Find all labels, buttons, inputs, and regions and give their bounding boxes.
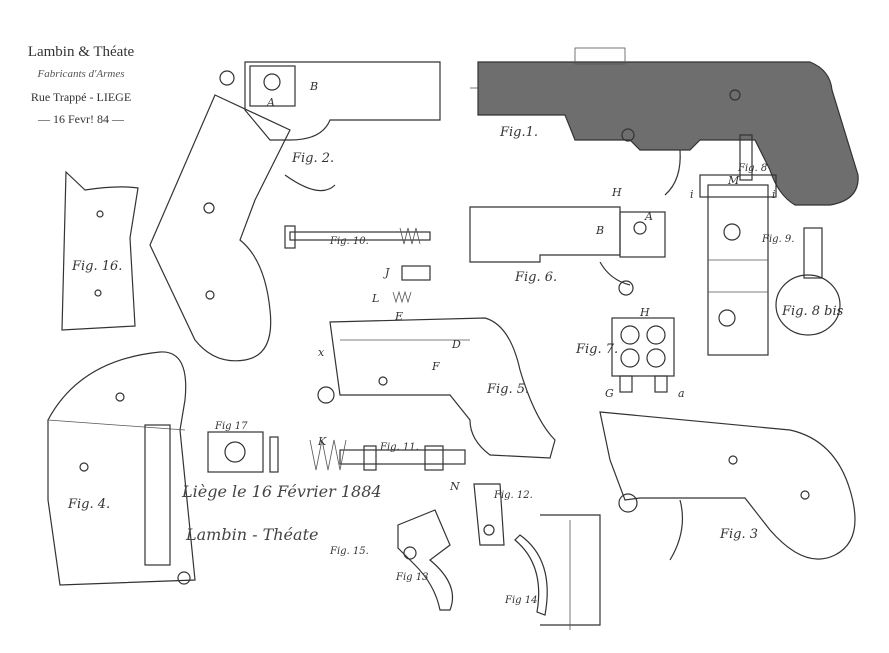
letter-a-fig2: A <box>266 96 275 109</box>
letter-h-fig6: H <box>611 186 622 199</box>
fig12-label: Fig. 12. <box>493 490 533 501</box>
letter-b-fig2: B <box>309 80 318 93</box>
fig5-label: Fig. 5. <box>486 382 529 397</box>
letter-h-fig7: H <box>639 306 650 319</box>
fig2-label: Fig. 2. <box>291 151 334 166</box>
fig6-barrel-detail <box>470 207 665 295</box>
signature-name: Lambin - Théate <box>185 525 318 544</box>
letter-n: N <box>449 480 460 493</box>
fig1-label: Fig.1. <box>499 125 538 140</box>
fig8-label: Fig. 8 <box>737 163 767 174</box>
letter-a-fig7: a <box>678 387 685 400</box>
letter-a-fig6: A <box>644 210 653 223</box>
letter-i-right: i <box>772 188 776 201</box>
fig13-label: Fig 13 <box>395 572 428 583</box>
letter-x-fig5: x <box>318 346 325 359</box>
letter-m: M <box>727 174 740 187</box>
signature-place-date: Liège le 16 Février 1884 <box>181 482 382 501</box>
fig16-grip-plate <box>62 172 138 330</box>
letter-j: J <box>383 266 390 279</box>
fig3-label: Fig. 3 <box>719 527 758 542</box>
fig17-label: Fig 17 <box>214 421 248 432</box>
letter-k-fig11: K <box>317 435 327 448</box>
letter-f-fig5: F <box>431 360 440 373</box>
fig7-label: Fig. 7. <box>575 342 618 357</box>
letter-g-fig7: G <box>605 387 614 400</box>
fig13-trigger <box>398 510 453 610</box>
letter-l: L <box>371 292 379 305</box>
fig9-label: Fig. 9. <box>761 234 794 245</box>
fig4-label: Fig. 4. <box>67 497 110 512</box>
fig10-label: Fig. 10. <box>329 236 369 247</box>
letter-d-fig5: D <box>451 338 461 351</box>
fig14-label: Fig 14 <box>504 595 537 606</box>
fig3-frame <box>540 412 855 630</box>
fig7-cylinder <box>612 318 674 392</box>
letter-e-fig5: E <box>394 310 403 323</box>
fig6-label: Fig. 6. <box>514 270 557 285</box>
fig17-plate <box>208 432 278 472</box>
fig15-label: Fig. 15. <box>329 546 369 557</box>
letter-b-fig6: B <box>595 224 604 237</box>
letter-i-left: i <box>690 188 694 201</box>
fig4-grip-frame <box>48 352 195 585</box>
fig8bis-label: Fig. 8 bis <box>781 304 844 319</box>
fig11-label: Fig. 11. <box>379 442 419 453</box>
fig16-label: Fig. 16. <box>71 259 122 274</box>
